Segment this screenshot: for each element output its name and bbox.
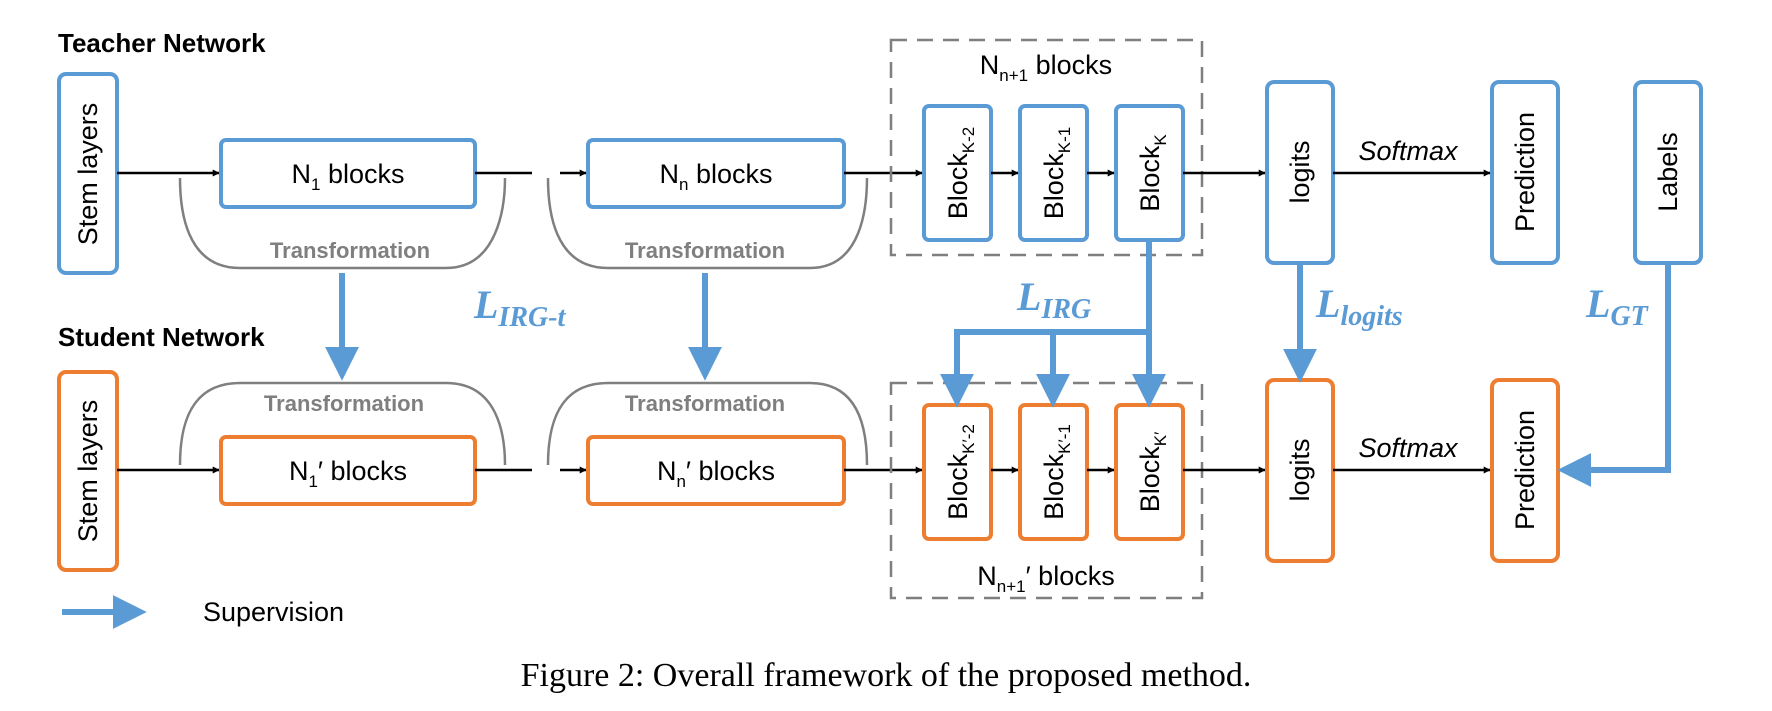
- student-logits-label: logits: [1285, 438, 1315, 501]
- student-block-k-1-label: BlockK′-1: [1039, 424, 1074, 520]
- student-softmax-label: Softmax: [1358, 433, 1459, 463]
- student-block-k-2-label: BlockK′-2: [943, 424, 978, 520]
- teacher-softmax-label: Softmax: [1358, 136, 1459, 166]
- teacher-transformation-bracket-2: [546, 177, 869, 270]
- supervision-arrow-ground-truth: [1557, 263, 1671, 487]
- student-transformation-bracket-1: [178, 381, 507, 466]
- student-nn-blocks-label: Nn′ blocks: [657, 456, 775, 491]
- loss-irg-label: LIRG: [1016, 274, 1091, 325]
- teacher-transformation-label-2: Transformation: [625, 238, 785, 263]
- loss-irg-t-label: LIRG-t: [473, 282, 567, 333]
- teacher-nn1-group-border: [889, 38, 1204, 257]
- teacher-logits-label: logits: [1285, 140, 1315, 203]
- student-nn1-group-label: Nn+1′ blocks: [977, 561, 1114, 596]
- student-stem-layers-label: Stem layers: [73, 400, 103, 543]
- student-transformation-bracket-2: [546, 381, 869, 466]
- teacher-n1-blocks-label: N1 blocks: [291, 159, 404, 194]
- teacher-block-k-2-label: BlockK-2: [943, 127, 978, 220]
- teacher-network-title: Teacher Network: [58, 28, 266, 58]
- teacher-prediction-box: [1490, 80, 1560, 265]
- teacher-block-k-label: BlockK: [1135, 134, 1170, 212]
- loss-logits-label: Llogits: [1315, 281, 1403, 332]
- figure-caption: Figure 2: Overall framework of the propo…: [521, 657, 1252, 694]
- teacher-block-k-1-label: BlockK-1: [1039, 127, 1074, 220]
- teacher-transformation-bracket-1: [178, 177, 507, 270]
- teacher-stem-layers-label: Stem layers: [73, 103, 103, 246]
- student-block-k-label: BlockK′: [1135, 432, 1170, 513]
- loss-gt-label: LGT: [1585, 281, 1650, 332]
- student-n1-blocks-label: N1′ blocks: [289, 456, 407, 491]
- legend-supervision-label: Supervision: [203, 597, 344, 627]
- teacher-nn-blocks-label: Nn blocks: [659, 159, 772, 194]
- ground-truth-labels-label: Labels: [1653, 132, 1683, 212]
- student-nn1-group-border: [889, 381, 1204, 600]
- teacher-nn1-group-label: Nn+1 blocks: [980, 50, 1112, 85]
- student-transformation-label-2: Transformation: [625, 391, 785, 416]
- teacher-transformation-label-1: Transformation: [270, 238, 430, 263]
- teacher-prediction-label: Prediction: [1510, 112, 1540, 232]
- student-prediction-label: Prediction: [1510, 410, 1540, 530]
- student-transformation-label-1: Transformation: [264, 391, 424, 416]
- student-network-title: Student Network: [58, 322, 265, 352]
